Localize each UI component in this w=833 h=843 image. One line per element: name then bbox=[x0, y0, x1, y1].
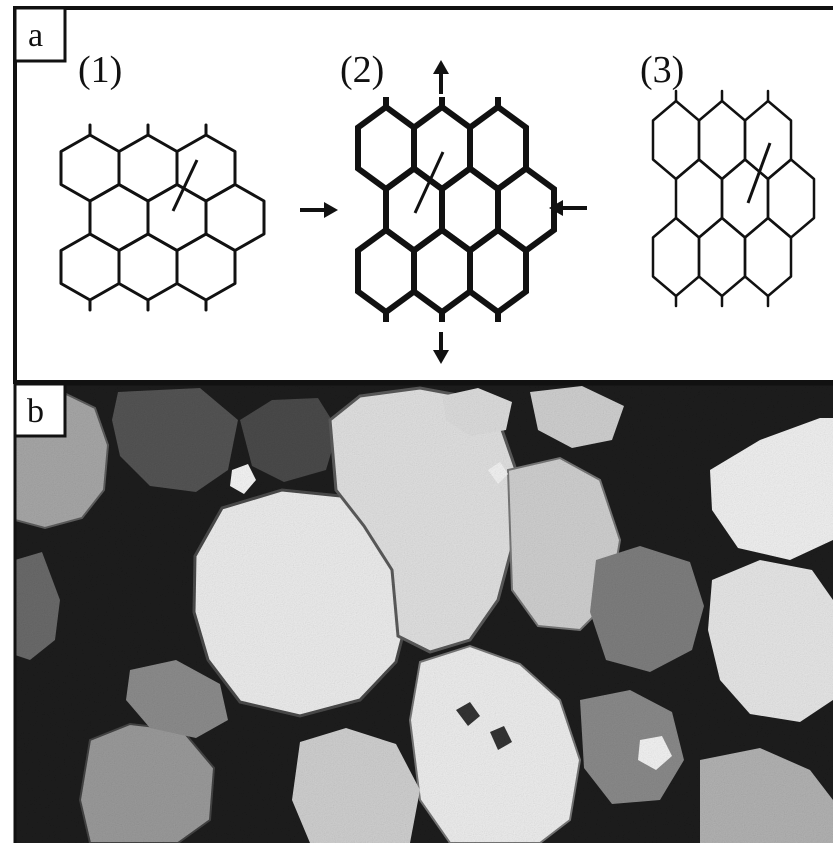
grain-top-right-small bbox=[530, 386, 624, 448]
grain-far-right-top bbox=[710, 418, 833, 560]
grain-bottom-mid-left bbox=[292, 728, 420, 843]
grain-large-center bbox=[192, 488, 414, 718]
grain-bottom-right bbox=[580, 690, 684, 804]
twin-marker-3 bbox=[746, 142, 772, 204]
grain-speckle-2 bbox=[230, 464, 256, 494]
grain-left-mid bbox=[15, 552, 60, 660]
grain-bottom-far-right bbox=[700, 748, 833, 843]
stage-1-label: (1) bbox=[78, 49, 122, 91]
lattice-recovered bbox=[651, 89, 816, 308]
lattice-compressed bbox=[355, 97, 557, 322]
panel-a: a (1) (2) (3) bbox=[13, 6, 833, 384]
grain-speckle-1 bbox=[638, 736, 672, 770]
grain-top-mid bbox=[442, 388, 512, 436]
grain-far-right-mid bbox=[708, 560, 833, 722]
grain-upper-center bbox=[328, 386, 518, 654]
arrow-left-icon bbox=[549, 200, 587, 216]
grain-top-center bbox=[240, 398, 338, 482]
stage-3-label: (3) bbox=[640, 49, 684, 91]
lattice-undeformed bbox=[59, 123, 266, 312]
panel-b-letter-box bbox=[13, 382, 67, 438]
grain-bottom-center bbox=[408, 644, 582, 843]
grain-bottom-left bbox=[78, 722, 216, 843]
panel-b-frame bbox=[13, 382, 833, 843]
grain-speckle-3 bbox=[488, 462, 508, 484]
arrow-right-icon bbox=[300, 202, 338, 218]
grain-inner-dark-2 bbox=[490, 726, 512, 750]
panel-b-letter: b bbox=[27, 393, 44, 430]
panel-b: b bbox=[13, 382, 833, 843]
grain-right-dark bbox=[590, 546, 704, 672]
twin-marker-2 bbox=[413, 151, 445, 214]
arrow-down-icon bbox=[433, 332, 449, 364]
grain-inner-dark-1 bbox=[456, 702, 480, 726]
twin-marker-1 bbox=[171, 159, 199, 212]
panel-a-letter: a bbox=[28, 17, 43, 54]
panel-a-letter-box bbox=[13, 6, 67, 63]
stage-2-label: (2) bbox=[340, 49, 384, 91]
grain-top-left-2 bbox=[112, 388, 238, 492]
micrograph bbox=[15, 384, 833, 843]
arrow-up-icon bbox=[433, 60, 449, 94]
grain-lower-left bbox=[126, 660, 228, 738]
